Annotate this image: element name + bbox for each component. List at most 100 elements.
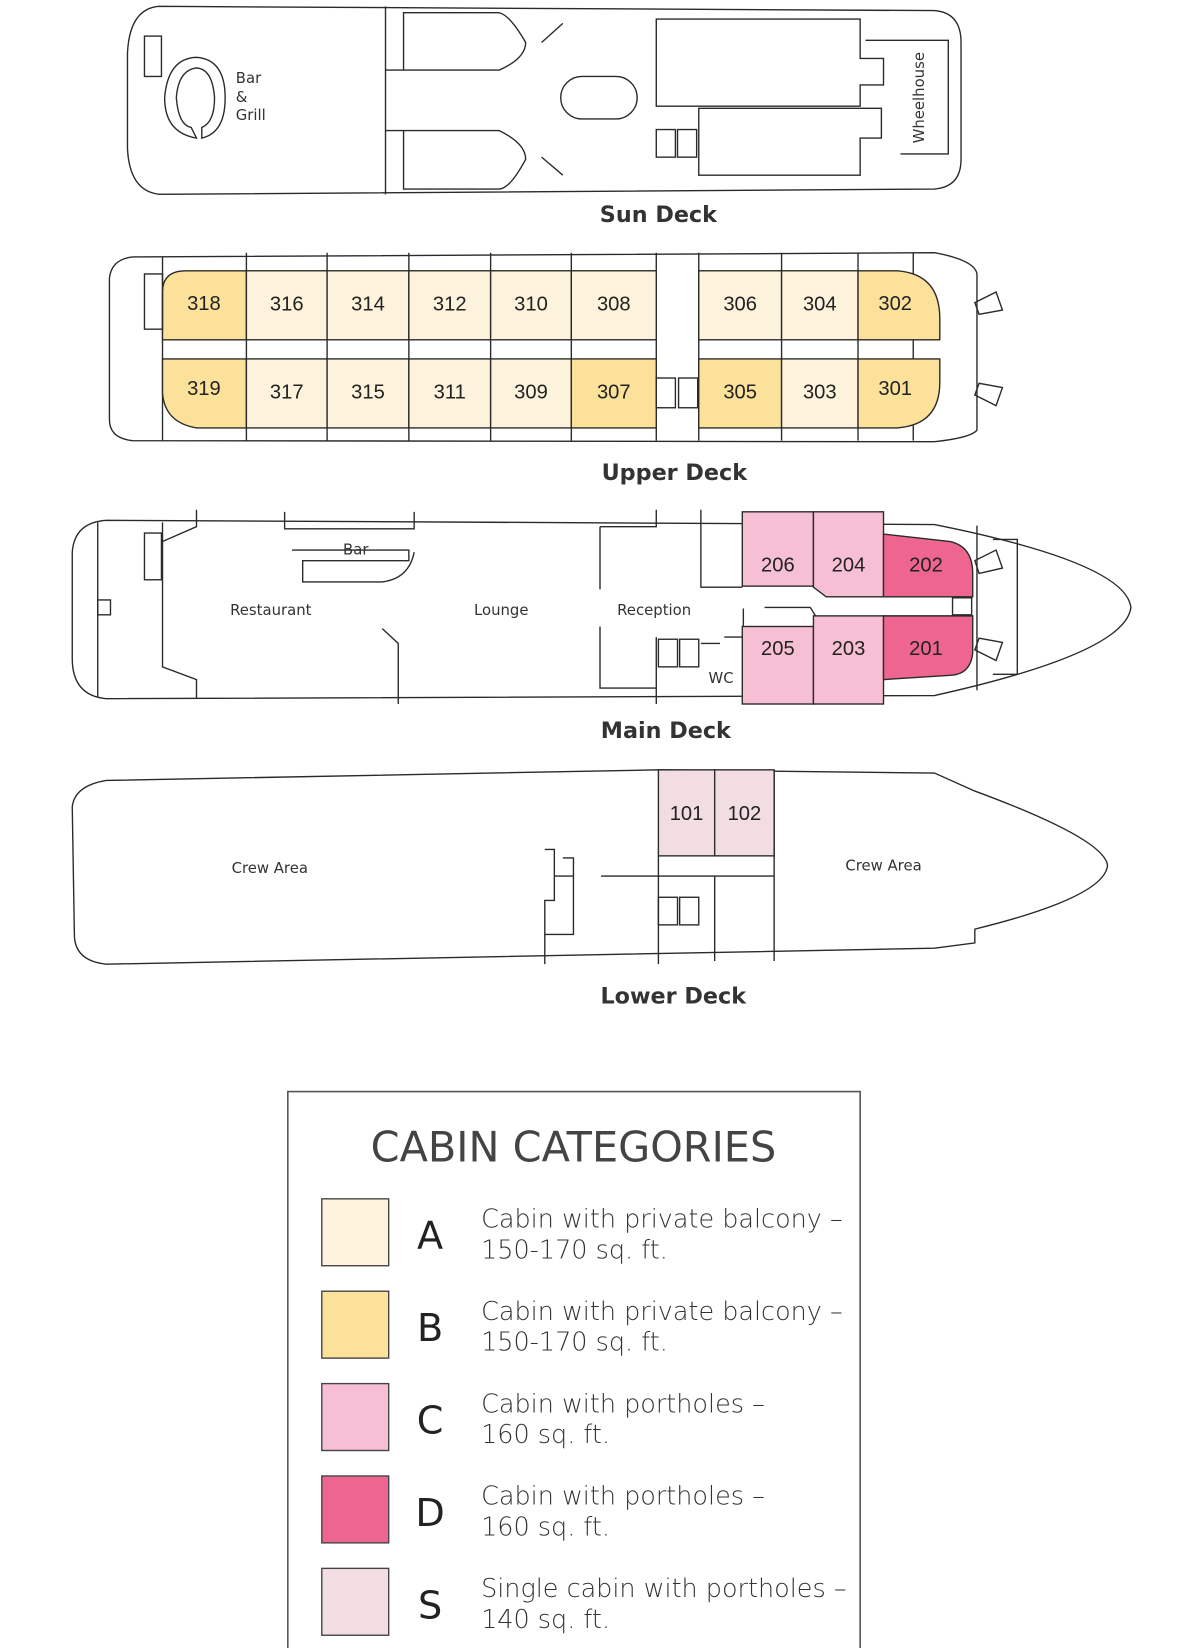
cabin-shape[interactable] — [489, 270, 573, 341]
cabin-309[interactable]: 309 — [489, 358, 573, 429]
legend-letter: B — [417, 1307, 443, 1351]
cabin-306[interactable]: 306 — [698, 270, 783, 341]
cabin-shape[interactable] — [713, 769, 775, 857]
cabin-203[interactable]: 203 — [812, 615, 885, 705]
legend-description: Cabin with portholes – — [481, 1482, 765, 1512]
cabin-302[interactable]: 302 — [857, 270, 941, 341]
bar-grill-label: & — [236, 88, 248, 106]
cabin-205[interactable]: 205 — [741, 625, 815, 705]
cabin-number: 303 — [803, 382, 837, 404]
cabin-number: 205 — [761, 638, 795, 660]
lounge-label: Lounge — [474, 601, 529, 619]
legend-swatch — [321, 1382, 390, 1452]
legend-swatch — [321, 1198, 390, 1267]
legend-description: Cabin with portholes – — [481, 1389, 765, 1419]
cabin-301[interactable]: 301 — [857, 358, 941, 429]
cabin-206[interactable]: 206 — [741, 511, 815, 587]
legend-description: 160 sq. ft. — [481, 1512, 610, 1542]
cabin-shape[interactable] — [570, 358, 657, 429]
cabin-307[interactable]: 307 — [570, 358, 657, 429]
cabin-shape[interactable] — [857, 270, 941, 341]
cabin-shape[interactable] — [245, 270, 328, 341]
cabin-number: 310 — [514, 294, 548, 316]
cabin-number: 304 — [803, 294, 837, 316]
cabin-305[interactable]: 305 — [698, 358, 783, 429]
deck-title-main: Main Deck — [601, 718, 732, 744]
sun-deck: Wheelhouse Bar & Grill Sun Deck — [126, 5, 962, 228]
lifeboat — [385, 12, 527, 71]
legend-description: 140 sq. ft. — [481, 1605, 610, 1635]
legend-title: CABIN CATEGORIES — [371, 1124, 777, 1172]
cabin-shape[interactable] — [326, 358, 410, 429]
stairs-icon — [657, 638, 679, 668]
stairs-icon — [143, 35, 698, 158]
cabin-shape[interactable] — [408, 358, 492, 429]
deck-title-sun: Sun Deck — [600, 202, 718, 228]
cabin-303[interactable]: 303 — [780, 358, 859, 429]
cabin-shape[interactable] — [489, 358, 573, 429]
cabin-shape[interactable] — [882, 533, 974, 598]
legend-description: Cabin with private balcony – — [481, 1297, 843, 1327]
cabin-314[interactable]: 314 — [326, 270, 410, 341]
cabin-304[interactable]: 304 — [780, 270, 859, 341]
cabin-number: 302 — [878, 293, 912, 315]
cabin-number: 307 — [597, 382, 631, 404]
cabin-shape[interactable] — [570, 270, 657, 341]
legend-letter: A — [417, 1215, 443, 1259]
legend-box — [287, 1090, 861, 1648]
cabin-shape[interactable] — [245, 358, 328, 429]
stairs-icon — [973, 291, 1004, 407]
cabin-202[interactable]: 202 — [882, 533, 974, 598]
cabin-shape[interactable] — [741, 625, 815, 705]
cabin-shape[interactable] — [741, 511, 815, 587]
cabin-shape[interactable] — [882, 615, 974, 681]
legend-swatch — [321, 1567, 390, 1636]
cabin-317[interactable]: 317 — [245, 358, 328, 429]
stairs-icon — [677, 377, 699, 409]
wheelhouse-label: Wheelhouse — [910, 52, 928, 143]
cabin-shape[interactable] — [698, 358, 783, 429]
cabin-316[interactable]: 316 — [245, 270, 328, 341]
legend-swatch — [321, 1290, 390, 1359]
deck-title-lower: Lower Deck — [600, 983, 747, 1009]
bar-grill-label: Grill — [236, 106, 266, 124]
sun-deck-structure — [698, 107, 883, 176]
bar-grill-label: Bar — [236, 69, 262, 87]
cabin-number: 318 — [187, 293, 221, 315]
cabin-201[interactable]: 201 — [882, 615, 974, 681]
cabin-308[interactable]: 308 — [570, 270, 657, 341]
stairs-icon — [655, 377, 677, 409]
cabin-318[interactable]: 318 — [161, 270, 248, 341]
cabin-310[interactable]: 310 — [489, 270, 573, 341]
legend-description: Cabin with private balcony – — [481, 1205, 843, 1235]
cabin-shape[interactable] — [857, 358, 941, 429]
cabin-number: 101 — [670, 803, 704, 825]
legend-letter: S — [418, 1584, 442, 1628]
cabin-311[interactable]: 311 — [408, 358, 492, 429]
cabin-101[interactable]: 101 — [657, 769, 716, 857]
stairs-icon — [951, 597, 973, 616]
cabin-shape[interactable] — [812, 511, 885, 598]
cabin-204[interactable]: 204 — [812, 511, 885, 598]
balcony-dividers — [161, 252, 914, 441]
cabin-102[interactable]: 102 — [713, 769, 775, 857]
restaurant-label: Restaurant — [230, 601, 312, 619]
cabin-shape[interactable] — [780, 358, 859, 429]
legend-description: 160 sq. ft. — [481, 1420, 610, 1450]
bar-counter — [163, 56, 226, 139]
cabin-shape[interactable] — [161, 358, 248, 429]
railing — [541, 22, 564, 176]
cabin-shape[interactable] — [657, 769, 716, 857]
cabin-shape[interactable] — [698, 270, 783, 341]
cabin-319[interactable]: 319 — [161, 358, 248, 429]
cabin-315[interactable]: 315 — [326, 358, 410, 429]
cabin-312[interactable]: 312 — [408, 270, 492, 341]
reception-label: Reception — [617, 601, 691, 619]
stairs-icon — [143, 273, 164, 330]
cabin-shape[interactable] — [812, 615, 885, 705]
wheelhouse — [865, 39, 949, 155]
